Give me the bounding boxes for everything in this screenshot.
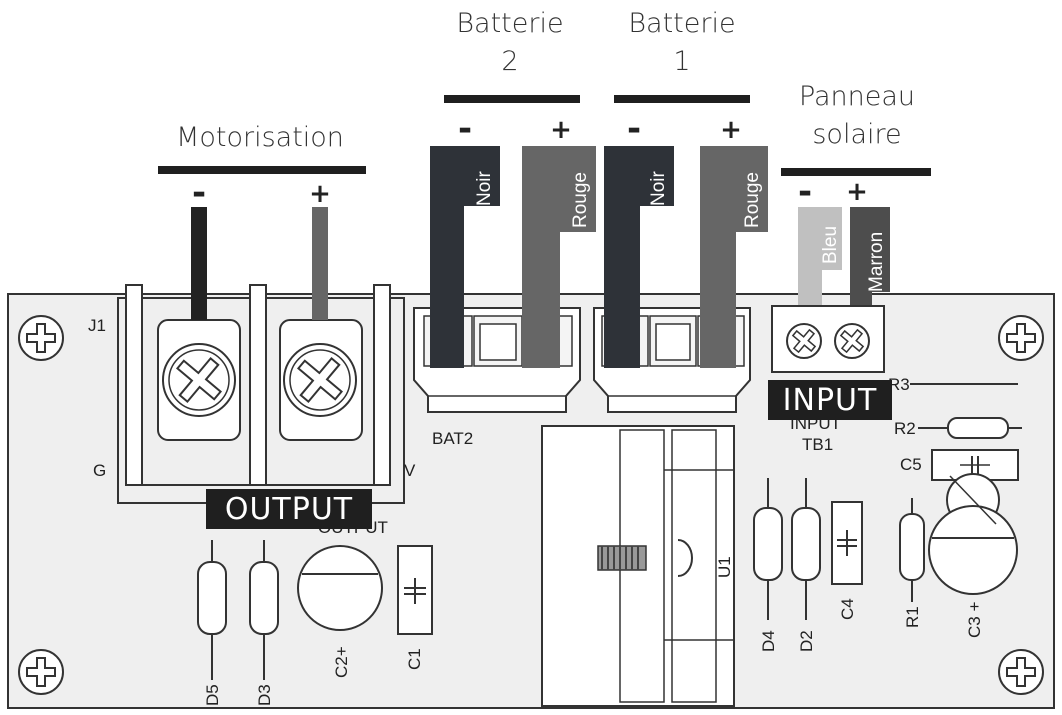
label-d4: D4 <box>759 630 778 652</box>
motor-wire-positive <box>312 207 328 320</box>
battery2-wire-positive <box>522 146 596 368</box>
label-r3: R3 <box>888 375 910 394</box>
label-j1: J1 <box>88 316 106 335</box>
battery2-wire-negative-label: Noir <box>474 170 495 206</box>
solar-wire-positive-label: Marron <box>866 232 887 292</box>
solar-bar <box>781 168 931 176</box>
motor-plus-mark: + <box>309 179 331 209</box>
label-c2: C2+ <box>332 646 351 678</box>
solar-screw-positive <box>834 323 870 359</box>
output-banner: OUTPUT <box>225 492 353 527</box>
battery2-minus-mark: - <box>458 109 472 149</box>
capacitor-c4 <box>831 501 863 585</box>
battery2-heading: Batterie 2 <box>440 5 580 81</box>
solar-heading-line1: Panneau <box>798 81 916 112</box>
solar-heading: Panneau solaire <box>780 78 934 154</box>
label-d5: D5 <box>203 684 222 706</box>
capacitor-c2 <box>297 545 383 631</box>
battery1-wire-negative <box>604 146 674 368</box>
mounting-hole-top-left <box>18 315 64 361</box>
battery2-heading-line1: Batterie <box>456 8 564 39</box>
solar-wire-positive <box>850 207 890 318</box>
motor-wire-negative <box>191 207 207 320</box>
diode-d5 <box>197 540 227 680</box>
motor-minus-mark: - <box>192 173 206 213</box>
resistor-r2 <box>918 417 1022 439</box>
mounting-hole-bottom-left <box>18 649 64 695</box>
input-banner-bg <box>768 380 892 420</box>
label-tb1: TB1 <box>802 435 833 454</box>
mounting-hole-bottom-right <box>998 649 1044 695</box>
output-banner-bg <box>206 489 372 529</box>
label-d2: D2 <box>797 630 816 652</box>
motor-terminal-rail-right <box>373 284 391 486</box>
battery1-minus-mark: - <box>627 109 641 149</box>
motor-screw-negative <box>162 343 236 417</box>
diode-d3 <box>249 540 279 680</box>
battery2-plus-mark: + <box>550 115 572 145</box>
solar-minus-mark: - <box>798 172 812 212</box>
label-u1: U1 <box>715 556 734 578</box>
solar-plus-mark: + <box>846 177 868 207</box>
battery2-wire-positive-label: Rouge <box>570 172 591 228</box>
motor-bar <box>158 166 366 174</box>
solar-screw-negative <box>786 323 822 359</box>
solar-wire-negative-label: Bleu <box>820 226 841 264</box>
diode-d2 <box>791 478 821 620</box>
battery1-heading-line2: 1 <box>673 46 691 77</box>
battery1-wire-negative-label: Noir <box>648 170 669 206</box>
resistor-r1 <box>899 498 925 602</box>
battery1-plus-mark: + <box>720 115 742 145</box>
label-v: V <box>404 461 416 480</box>
motor-terminal-rail-middle <box>249 284 267 486</box>
input-banner: INPUT <box>783 383 878 418</box>
battery1-wire-positive-label: Rouge <box>742 172 763 228</box>
label-bat2: BAT2 <box>432 429 473 448</box>
label-g: G <box>93 461 106 480</box>
motor-heading: Motorisation <box>160 119 360 157</box>
label-r2: R2 <box>894 419 916 438</box>
diode-d4 <box>753 478 783 620</box>
label-d3: D3 <box>255 684 274 706</box>
battery2-heading-line2: 2 <box>501 46 519 77</box>
label-c5: C5 <box>900 455 922 474</box>
label-c1: C1 <box>405 648 424 670</box>
battery1-heading-line1: Batterie <box>628 8 736 39</box>
motor-heading-text: Motorisation <box>176 122 344 153</box>
battery1-wire-positive <box>700 146 768 368</box>
battery2-wire-negative <box>430 146 500 368</box>
label-c4: C4 <box>838 598 857 620</box>
capacitor-c3 <box>928 473 1018 595</box>
battery1-heading: Batterie 1 <box>612 5 752 81</box>
solar-heading-line2: solaire <box>812 119 902 150</box>
mounting-hole-top-right <box>998 315 1044 361</box>
battery2-bar <box>444 95 580 103</box>
motor-terminal-rail-left <box>125 284 143 486</box>
battery1-bar <box>614 95 750 103</box>
label-r1: R1 <box>903 606 922 628</box>
capacitor-c1 <box>397 545 433 635</box>
solar-wire-negative <box>798 207 842 318</box>
heatsink <box>541 425 735 707</box>
motor-screw-positive <box>283 343 357 417</box>
label-c3: C3 + <box>965 602 984 638</box>
